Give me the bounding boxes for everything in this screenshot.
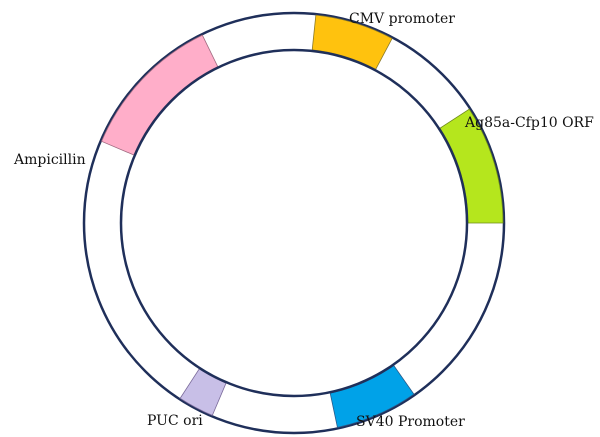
label-ampicillin: Ampicillin xyxy=(13,152,86,168)
label-ag85a-cfp10-orf: Ag85a-Cfp10 ORF xyxy=(464,115,594,131)
label-sv40-promoter: SV40 Promoter xyxy=(356,414,465,430)
plasmid-inner-ring xyxy=(119,48,469,398)
plasmid-outer-ring xyxy=(82,11,506,435)
label-cmv-promoter: CMV promoter xyxy=(349,11,455,27)
label-puc-ori: PUC ori xyxy=(147,413,203,429)
